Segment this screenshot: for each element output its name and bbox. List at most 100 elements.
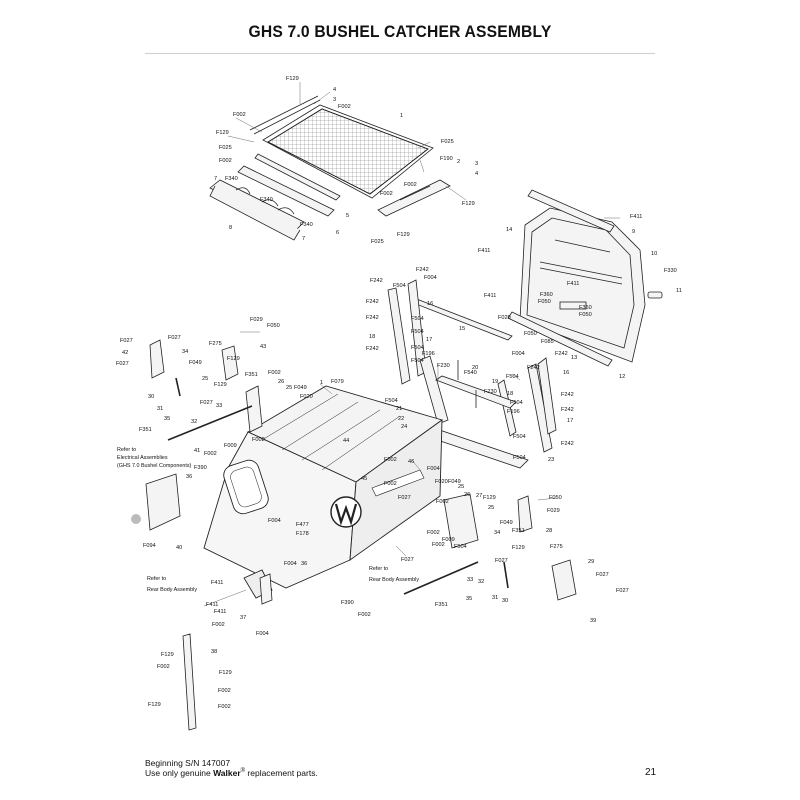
callout: F504: [393, 283, 406, 289]
front-rail: [254, 153, 341, 201]
callout: 25: [488, 505, 494, 511]
callout: F242: [370, 278, 383, 284]
callout: F002: [427, 530, 440, 536]
callout: F002: [380, 191, 393, 197]
callout: 30: [502, 598, 508, 604]
callout: 5: [346, 213, 349, 219]
body-rear: [349, 419, 443, 561]
callout: F340: [300, 222, 313, 228]
footer-registered-mark: ®: [240, 768, 246, 775]
callout: 30: [148, 394, 154, 400]
callout: 44: [343, 438, 349, 444]
callout: F049: [448, 479, 461, 485]
callout: 1: [320, 380, 323, 386]
callout: F029: [250, 317, 263, 323]
callout: F002: [432, 542, 445, 548]
callout: 15: [459, 326, 465, 332]
callout: 28: [546, 528, 552, 534]
callout: F029: [498, 315, 511, 321]
callout: F027: [401, 557, 414, 563]
callout: 43: [260, 344, 266, 350]
top-weatherstrip: [527, 189, 615, 233]
callout: F002: [218, 688, 231, 694]
callout: F242: [366, 299, 379, 305]
callout: 36: [301, 561, 307, 567]
callout: F025: [441, 139, 454, 145]
callout: F002: [404, 182, 417, 188]
callout: F049: [294, 385, 307, 391]
callout: F004: [424, 275, 437, 281]
callout: 12: [619, 374, 625, 380]
callout: F196: [422, 351, 435, 357]
callout: F027: [398, 495, 411, 501]
callout: 1: [400, 113, 403, 119]
callout: 31: [157, 406, 163, 412]
callout: F196: [507, 409, 520, 415]
callout: F129: [512, 545, 525, 551]
callout: F360: [579, 305, 592, 311]
callout: F002: [212, 622, 225, 628]
callout: F004: [256, 631, 269, 637]
callout: F050: [524, 331, 537, 337]
callout: 35: [164, 416, 170, 422]
callout: 33: [467, 577, 473, 583]
callout: F129: [462, 201, 475, 207]
callout: F004: [284, 561, 297, 567]
callout: 10: [651, 251, 657, 257]
callout: F178: [296, 531, 309, 537]
callout: 33: [216, 403, 222, 409]
callout: F027: [616, 588, 629, 594]
callout: 17: [426, 337, 432, 343]
title-divider: [145, 53, 655, 54]
callout: F411: [484, 293, 496, 299]
callout: F504: [411, 345, 424, 351]
callout: F129: [214, 382, 227, 388]
callout: F002: [218, 704, 231, 710]
callout: F129: [397, 232, 410, 238]
callout: F049: [500, 520, 513, 526]
callout: F027: [200, 400, 213, 406]
footer-usage-note: Use only genuine Walker® replacement par…: [145, 768, 318, 778]
callout: 36: [186, 474, 192, 480]
rear-body-note-line: Refer to: [369, 566, 388, 572]
callout: F129: [219, 670, 232, 676]
callout: F002: [358, 612, 371, 618]
callout: F020: [435, 479, 448, 485]
callout: F411: [211, 580, 223, 586]
bottom-weatherstrip: [507, 311, 613, 367]
callout: 4: [475, 171, 478, 177]
cross-bar: [209, 179, 305, 231]
callout: F129: [148, 702, 161, 708]
callout: 19: [492, 379, 498, 385]
callout: 3: [333, 97, 336, 103]
callout: 9: [632, 229, 635, 235]
leader-lines: [203, 82, 620, 607]
callout: 18: [369, 334, 375, 340]
callout: F504: [513, 434, 526, 440]
callout: 25: [286, 385, 292, 391]
screen-frame-assembly: [209, 95, 451, 241]
callout: F242: [561, 407, 574, 413]
rear-body-note-line: Rear Body Assembly: [147, 587, 197, 593]
callout: F004: [268, 518, 281, 524]
callout: 46: [408, 459, 414, 465]
callout: F027: [596, 572, 609, 578]
callout: 32: [478, 579, 484, 585]
callout: 34: [494, 530, 500, 536]
callout: 26: [464, 492, 470, 498]
callout: F477: [296, 522, 309, 528]
callout: F029: [547, 508, 560, 514]
callout: 35: [466, 596, 472, 602]
callout: F504: [385, 398, 398, 404]
callout: 25: [202, 376, 208, 382]
callout: F002: [384, 457, 397, 463]
callout: F027: [168, 335, 181, 341]
callout: 13: [571, 355, 577, 361]
callout: F050: [538, 299, 551, 305]
callout: F050: [579, 312, 592, 318]
callout: F094: [143, 543, 156, 549]
callout: F411: [206, 602, 218, 608]
callout: F027: [116, 361, 129, 367]
callout: 22: [398, 416, 404, 422]
